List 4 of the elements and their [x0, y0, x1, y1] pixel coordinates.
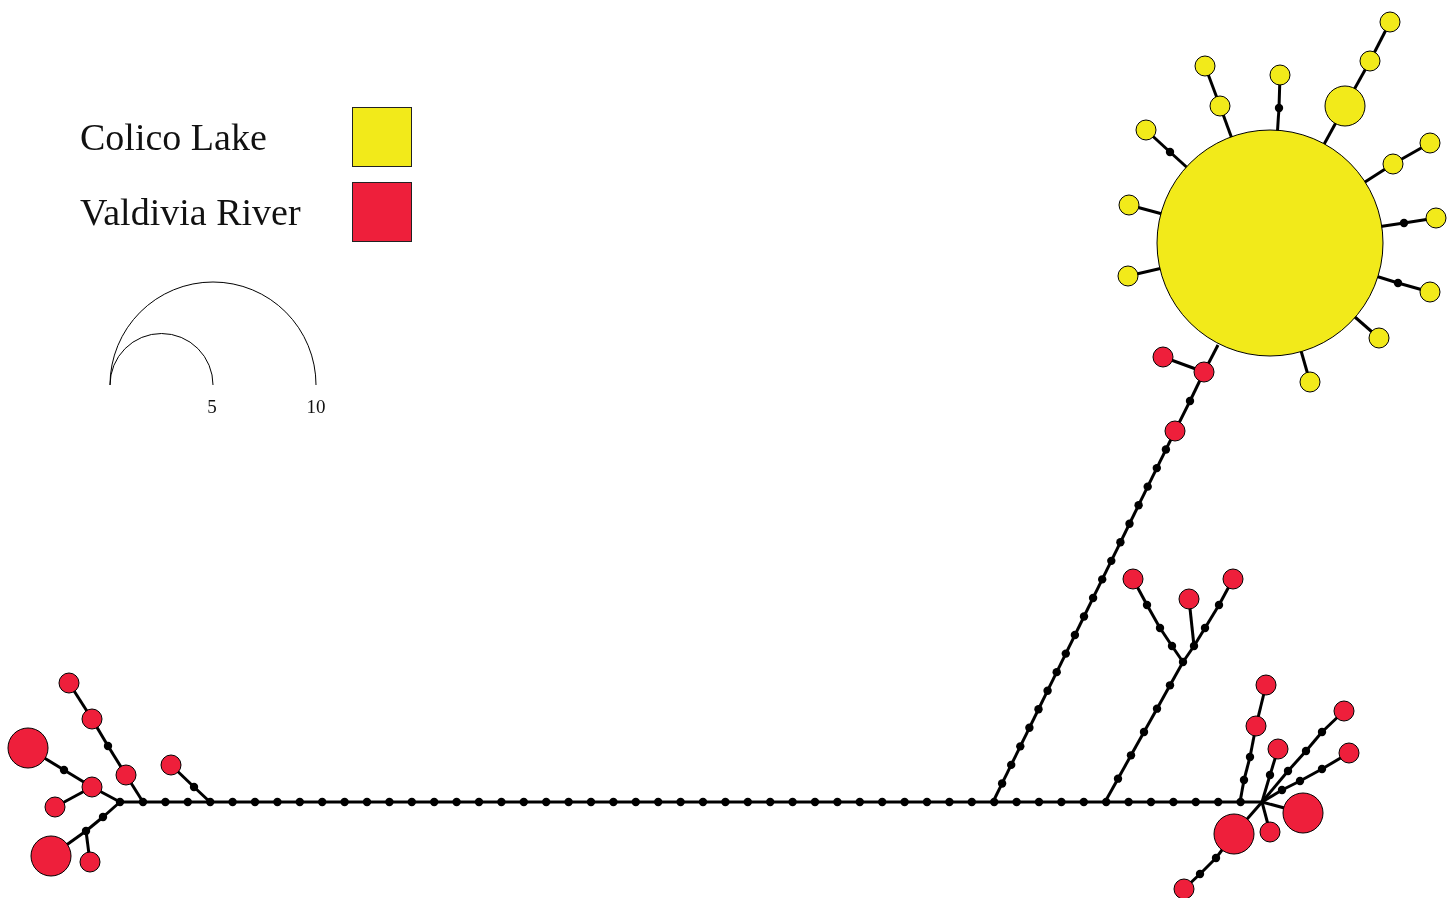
scale-label: 5 [207, 396, 217, 418]
legend-label: Colico Lake [80, 115, 268, 159]
legend-label: Valdivia River [80, 190, 302, 234]
scale-label: 10 [306, 396, 326, 418]
